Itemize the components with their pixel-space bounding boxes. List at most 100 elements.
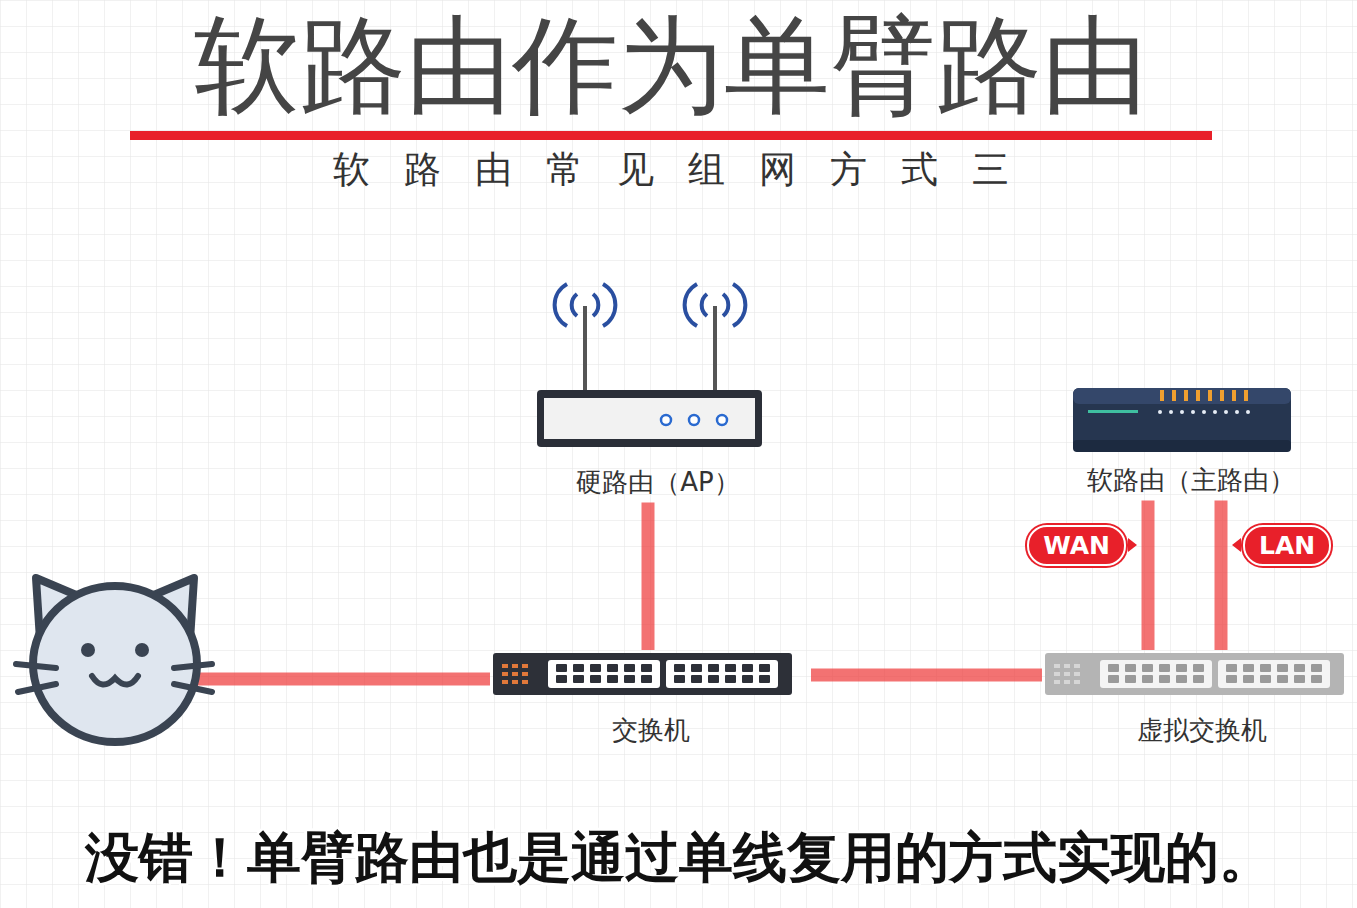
indicator xyxy=(522,664,528,668)
port-tag: LAN xyxy=(1243,525,1331,566)
indicator xyxy=(502,664,508,668)
port-dot xyxy=(1169,410,1173,414)
port-panel xyxy=(666,660,778,688)
device-label: 硬路由（AP） xyxy=(530,466,786,499)
port xyxy=(1142,664,1153,672)
status-led xyxy=(661,415,671,425)
device-icon xyxy=(490,650,795,698)
soft-router-base xyxy=(1073,440,1291,452)
port-tag: WAN xyxy=(1027,525,1126,566)
port xyxy=(1176,664,1187,672)
router-icon xyxy=(537,284,762,447)
port-dot xyxy=(1202,410,1206,414)
port xyxy=(1142,675,1153,683)
indicator xyxy=(512,664,518,668)
port xyxy=(1294,664,1305,672)
cable xyxy=(642,503,655,651)
port-dot xyxy=(1180,410,1184,414)
device-node: 软路由（主路由） xyxy=(1060,380,1321,497)
status-bar xyxy=(1088,410,1138,413)
indicator xyxy=(512,672,518,676)
port xyxy=(708,675,719,683)
port xyxy=(1193,664,1204,672)
port-dot xyxy=(1246,410,1250,414)
signal-wave xyxy=(702,294,707,316)
antenna xyxy=(713,306,717,390)
pin xyxy=(1160,390,1164,401)
port xyxy=(1243,675,1254,683)
cable xyxy=(1142,501,1155,651)
signal-wave xyxy=(723,294,728,316)
cat-figure xyxy=(16,578,212,742)
port-panel xyxy=(548,660,660,688)
port xyxy=(607,664,618,672)
device-icon xyxy=(530,282,770,454)
port xyxy=(624,675,635,683)
port xyxy=(725,664,736,672)
title: 软路由作为单臂路由 xyxy=(130,10,1212,121)
signal-wave xyxy=(593,294,598,316)
indicator xyxy=(1054,672,1060,676)
port xyxy=(624,664,635,672)
port-dot xyxy=(1158,410,1162,414)
port xyxy=(641,664,652,672)
indicator xyxy=(1064,664,1070,668)
indicator xyxy=(512,680,518,684)
device-icon xyxy=(1042,650,1345,698)
port-dot xyxy=(1224,410,1228,414)
signal-wave xyxy=(733,284,745,326)
port xyxy=(1193,675,1204,683)
port xyxy=(1311,664,1322,672)
port-dot xyxy=(1235,410,1239,414)
indicator xyxy=(502,680,508,684)
port xyxy=(1176,675,1187,683)
signal-wave xyxy=(603,284,615,326)
cat-wire xyxy=(150,673,490,686)
port-dot xyxy=(1191,410,1195,414)
port xyxy=(607,675,618,683)
port xyxy=(1108,664,1119,672)
port xyxy=(1277,664,1288,672)
indicator xyxy=(522,672,528,676)
pin xyxy=(1232,390,1236,401)
pin xyxy=(1196,390,1200,401)
subtitle-label: 软路由常见组网方式三 xyxy=(130,148,1212,192)
antenna xyxy=(583,306,587,390)
port xyxy=(691,675,702,683)
port xyxy=(573,675,584,683)
port xyxy=(759,675,770,683)
port xyxy=(1311,675,1322,683)
device-label: 虚拟交换机 xyxy=(1042,714,1357,747)
signal-wave xyxy=(555,284,567,326)
signal-wave xyxy=(685,284,697,326)
indicator xyxy=(1074,664,1080,668)
virtual-switch-icon xyxy=(1045,653,1344,695)
status-led xyxy=(689,415,699,425)
port xyxy=(1260,664,1271,672)
indicator xyxy=(1074,672,1080,676)
router-body xyxy=(537,390,762,447)
port xyxy=(691,664,702,672)
pin xyxy=(1244,390,1248,401)
indicator xyxy=(1064,680,1070,684)
indicator xyxy=(522,680,528,684)
pin xyxy=(1184,390,1188,401)
port xyxy=(1108,675,1119,683)
port xyxy=(1125,675,1136,683)
indicator xyxy=(1054,680,1060,684)
port xyxy=(1125,664,1136,672)
port xyxy=(1226,675,1237,683)
port xyxy=(573,664,584,672)
port xyxy=(1226,664,1237,672)
cable xyxy=(811,669,1042,682)
soft-router-icon xyxy=(1073,388,1291,452)
device-node: 虚拟交换机 xyxy=(1042,650,1357,747)
port xyxy=(1260,675,1271,683)
indicator xyxy=(1074,680,1080,684)
pin xyxy=(1208,390,1212,401)
title-underline xyxy=(130,131,1212,140)
switch-body xyxy=(493,653,792,695)
